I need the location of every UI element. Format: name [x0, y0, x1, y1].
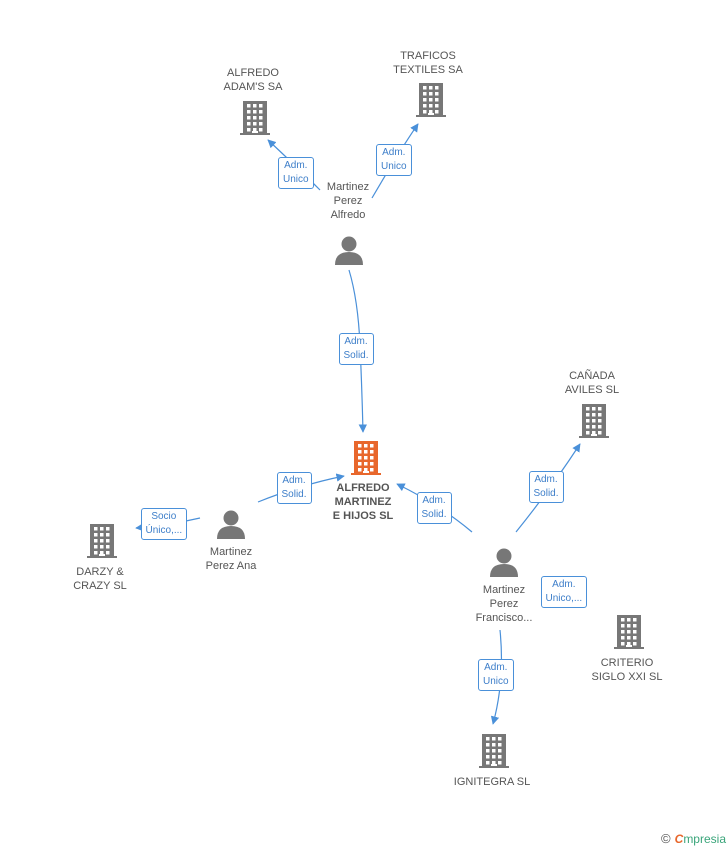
edge-label-mp-francisco-ignitegra: Adm. Unico: [478, 659, 514, 691]
building-icon[interactable]: [416, 83, 446, 122]
person-icon[interactable]: [334, 235, 364, 270]
building-icon[interactable]: [579, 404, 609, 443]
node-label[interactable]: TRAFICOS TEXTILES SA: [393, 50, 463, 76]
person-icon[interactable]: [489, 547, 519, 582]
node-label[interactable]: Martinez Perez Francisco...: [475, 584, 533, 624]
edge-label-mp-ana-main: Adm. Solid.: [276, 472, 312, 504]
building-icon[interactable]: [87, 524, 117, 563]
edge-label-mp-ana-darzy: Socio Único,...: [140, 508, 188, 540]
edge-label-mp-alfredo-alfredo-adams: Adm. Unico: [278, 157, 314, 189]
copyright-icon: ©: [661, 831, 671, 846]
edge-label-mp-francisco-main: Adm. Solid.: [416, 492, 452, 524]
building-icon[interactable]: [479, 734, 509, 773]
node-label[interactable]: Martinez Perez Ana: [205, 546, 257, 572]
person-icon[interactable]: [216, 509, 246, 544]
node-label[interactable]: DARZY & CRAZY SL: [73, 566, 127, 592]
edge-label-mp-francisco-criterio: Adm. Unico,...: [540, 576, 588, 608]
brand-footer: ©Cmpresia: [661, 831, 726, 846]
building-icon[interactable]: [240, 101, 270, 140]
edge-label-mp-francisco-canada: Adm. Solid.: [528, 471, 564, 503]
node-label[interactable]: ALFREDO ADAM'S SA: [223, 67, 283, 93]
node-label[interactable]: ALFREDO MARTINEZ E HIJOS SL: [332, 482, 394, 522]
building-icon[interactable]: [351, 441, 381, 480]
node-label[interactable]: CAÑADA AVILES SL: [564, 370, 620, 396]
edge-label-mp-alfredo-main: Adm. Solid.: [338, 333, 374, 365]
brand-name: mpresia: [683, 832, 726, 846]
edge-label-mp-alfredo-traficos: Adm. Unico: [376, 144, 412, 176]
node-label[interactable]: Martinez Perez Alfredo: [326, 181, 370, 221]
node-label[interactable]: CRITERIO SIGLO XXI SL: [591, 657, 663, 683]
brand-initial: C: [674, 832, 684, 846]
node-label[interactable]: IGNITEGRA SL: [453, 776, 531, 788]
building-icon[interactable]: [614, 615, 644, 654]
